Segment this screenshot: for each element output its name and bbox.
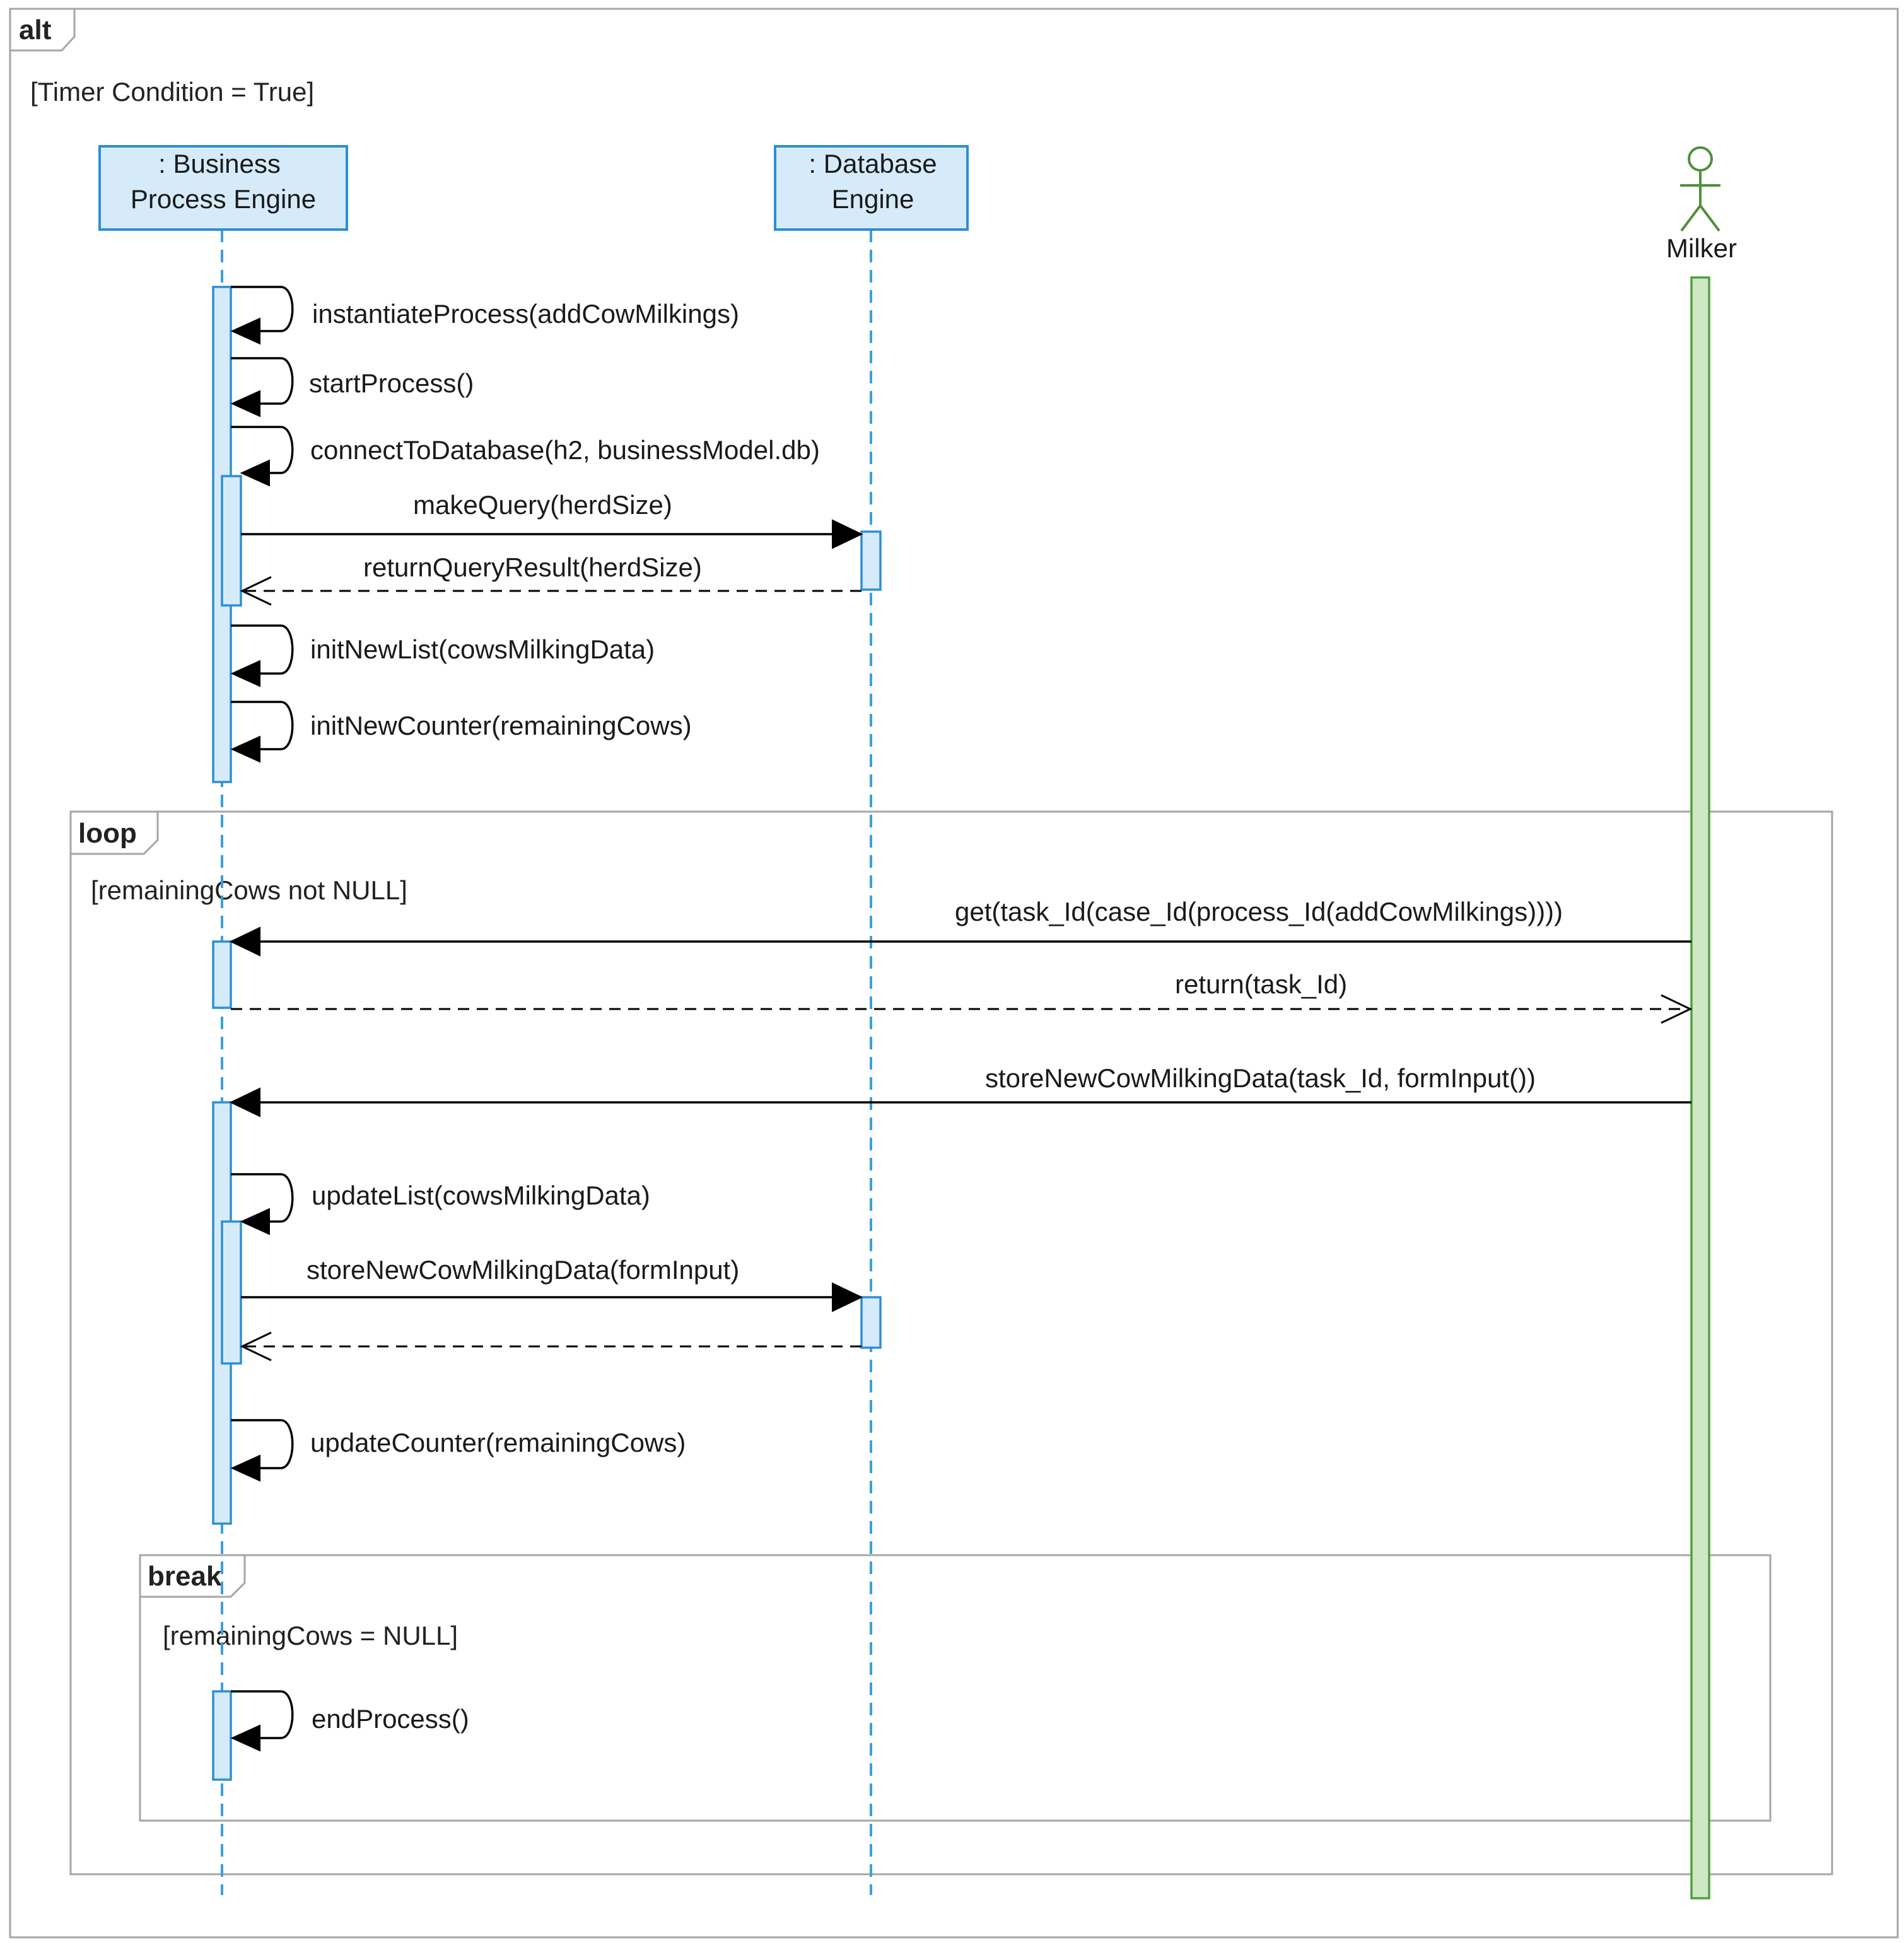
- lifeline-db-label-line1: : Database: [809, 149, 937, 178]
- bpe-activation-4: [212, 1690, 232, 1781]
- message-end-process[interactable]: endProcess(): [230, 1690, 469, 1752]
- message-start-process-label: startProcess(): [309, 368, 474, 398]
- loop-frame-guard: [remainingCows not NULL]: [91, 875, 407, 905]
- message-store-new-cow-milking-data-db[interactable]: storeNewCowMilkingData(formInput): [241, 1255, 863, 1312]
- bpe-activation-nested-2: [221, 1220, 242, 1365]
- break-frame-guard: [remainingCows = NULL]: [163, 1621, 458, 1650]
- message-init-new-counter-label: initNewCounter(remainingCows): [310, 711, 692, 740]
- message-get-task-id-label: get(task_Id(case_Id(process_Id(addCowMil…: [955, 897, 1563, 926]
- milker-activation: [1690, 276, 1710, 1899]
- message-return-store-result[interactable]: [240, 1331, 861, 1362]
- message-init-new-counter[interactable]: initNewCounter(remainingCows): [230, 701, 692, 763]
- db-activation-1: [860, 530, 882, 591]
- loop-frame: loop [remainingCows not NULL]: [69, 810, 1833, 1876]
- actor-milker[interactable]: Milker: [1666, 146, 1737, 1899]
- message-store-new-cow-milking-data-milker[interactable]: storeNewCowMilkingData(task_Id, formInpu…: [229, 1063, 1691, 1117]
- message-end-process-label: endProcess(): [312, 1704, 469, 1734]
- message-store-new-cow-milking-data-milker-label: storeNewCowMilkingData(task_Id, formInpu…: [985, 1063, 1536, 1093]
- message-connect-to-database[interactable]: connectToDatabase(h2, businessModel.db): [231, 426, 820, 487]
- message-update-list[interactable]: updateList(cowsMilkingData): [231, 1173, 650, 1235]
- message-connect-to-database-label: connectToDatabase(h2, businessModel.db): [310, 435, 820, 465]
- lifeline-db-label-line2: Engine: [832, 184, 914, 214]
- alt-frame-label: alt: [19, 15, 52, 45]
- message-update-counter-label: updateCounter(remainingCows): [310, 1428, 686, 1457]
- message-start-process[interactable]: startProcess(): [230, 357, 474, 417]
- message-instantiate-process[interactable]: instantiateProcess(addCowMilkings): [230, 286, 739, 345]
- alt-frame: alt [Timer Condition = True]: [9, 8, 1899, 1939]
- message-return-query-result-label: returnQueryResult(herdSize): [363, 552, 702, 582]
- break-frame-label: break: [148, 1561, 222, 1592]
- lifeline-bpe-label-line1: : Business: [158, 149, 281, 178]
- message-instantiate-process-label: instantiateProcess(addCowMilkings): [312, 299, 739, 329]
- loop-frame-label: loop: [78, 818, 137, 849]
- lifeline-business-process-engine[interactable]: : Business Process Engine: [98, 145, 348, 1895]
- lifeline-bpe-label-line2: Process Engine: [131, 184, 316, 214]
- actor-milker-label: Milker: [1666, 233, 1737, 263]
- message-update-list-label: updateList(cowsMilkingData): [312, 1181, 650, 1210]
- message-make-query-label: makeQuery(herdSize): [413, 490, 672, 520]
- alt-frame-guard: [Timer Condition = True]: [30, 77, 314, 107]
- stick-figure-icon: [1680, 146, 1720, 232]
- message-make-query[interactable]: makeQuery(herdSize): [241, 490, 863, 549]
- bpe-activation-2: [212, 940, 232, 1009]
- break-frame: break [remainingCows = NULL]: [139, 1554, 1772, 1822]
- message-init-new-list[interactable]: initNewList(cowsMilkingData): [230, 624, 655, 687]
- message-return-task-id-label: return(task_Id): [1175, 969, 1347, 999]
- db-activation-2: [860, 1296, 882, 1349]
- lifeline-database-engine[interactable]: : Database Engine: [774, 145, 969, 1895]
- message-return-query-result[interactable]: returnQueryResult(herdSize): [240, 552, 861, 606]
- message-return-task-id[interactable]: return(task_Id): [231, 969, 1693, 1024]
- message-store-new-cow-milking-data-db-label: storeNewCowMilkingData(formInput): [307, 1255, 739, 1285]
- message-get-task-id[interactable]: get(task_Id(case_Id(process_Id(addCowMil…: [229, 897, 1691, 957]
- message-update-counter[interactable]: updateCounter(remainingCows): [230, 1419, 686, 1482]
- bpe-activation-nested-1: [221, 475, 242, 607]
- message-init-new-list-label: initNewList(cowsMilkingData): [310, 634, 655, 664]
